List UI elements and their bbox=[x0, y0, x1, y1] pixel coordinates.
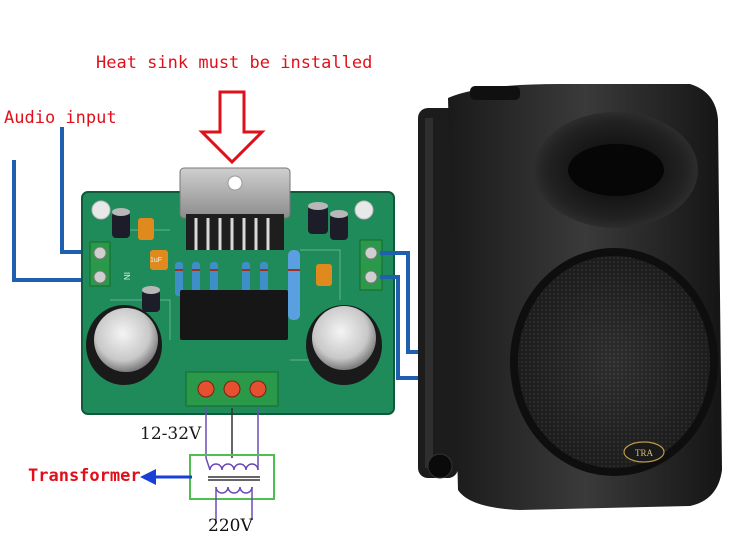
mains-voltage-label: 220V bbox=[208, 516, 253, 536]
supply-wires bbox=[205, 408, 259, 458]
audio-input-label: Audio input bbox=[4, 108, 117, 128]
transformer-label: Transformer bbox=[28, 466, 141, 486]
output-terminal bbox=[359, 239, 383, 291]
small-capacitor bbox=[308, 202, 328, 234]
heat-sink-label: Heat sink must be installed bbox=[96, 53, 373, 73]
speaker-cabinet: TRA bbox=[418, 84, 722, 510]
resistor-row bbox=[175, 250, 300, 320]
small-capacitor bbox=[112, 208, 130, 238]
amplifier-pcb: IN 1uF bbox=[81, 167, 395, 415]
transformer-symbol bbox=[189, 454, 275, 520]
input-terminal: IN bbox=[89, 241, 131, 287]
input-marking: IN bbox=[122, 272, 131, 280]
transformer-arrow-icon bbox=[140, 469, 192, 485]
small-capacitor bbox=[142, 286, 160, 312]
speaker-wires bbox=[380, 251, 426, 380]
cap-marking: 1uF bbox=[150, 257, 162, 264]
small-capacitor bbox=[330, 210, 348, 240]
large-capacitor-left bbox=[86, 305, 162, 385]
large-capacitor-right bbox=[306, 305, 382, 385]
speaker-logo: TRA bbox=[635, 448, 654, 458]
amplifier-ic bbox=[180, 290, 288, 340]
power-terminal bbox=[185, 371, 279, 407]
heat-sink-arrow-icon bbox=[198, 90, 266, 165]
heat-sink-tab bbox=[179, 167, 291, 250]
film-capacitor bbox=[138, 218, 332, 286]
voltage-label: 12-32V bbox=[140, 424, 202, 444]
